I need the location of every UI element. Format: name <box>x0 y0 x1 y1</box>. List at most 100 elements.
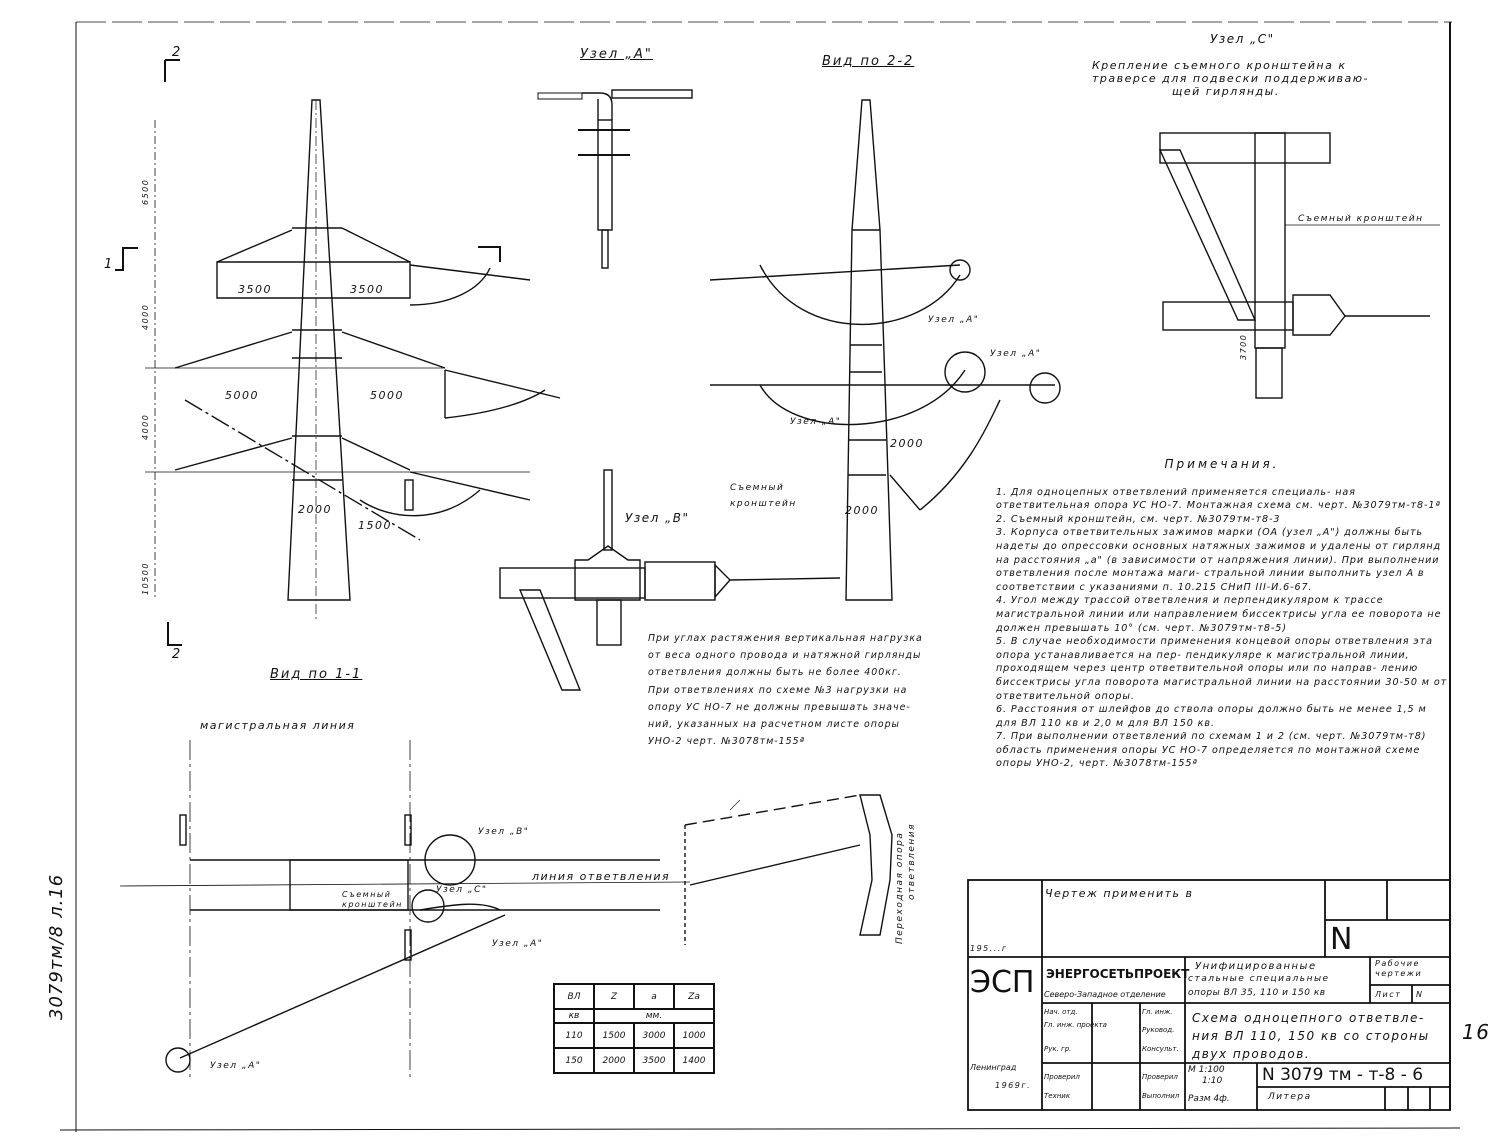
note-item: 6. Расстояния от шлейфов до ствола опоры… <box>996 704 1427 729</box>
removable-bracket-plan-2: кронштейн <box>342 900 403 909</box>
cell: 150 <box>553 1047 595 1074</box>
drawing-title-3: двух проводов. <box>1192 1047 1311 1061</box>
year-blank: 195...г <box>970 944 1008 953</box>
node-c-caption-2: траверсе для подвески поддерживаю- <box>1092 72 1369 85</box>
archive-code: 3079тм/8 л.16 <box>46 873 67 1020</box>
removable-bracket-label: Съемный кронштейн <box>1298 214 1424 224</box>
node-a-ref-3: Узел „А" <box>790 417 842 427</box>
tower-view-2-2 <box>709 99 1061 601</box>
node-c-title: Узел „С" <box>1210 32 1275 46</box>
section-marks <box>115 59 501 646</box>
node-c-drawing <box>1158 132 1440 399</box>
city: Ленинград <box>970 1063 1017 1072</box>
tower-front-view <box>145 99 561 620</box>
sheet-no: N <box>1416 990 1424 999</box>
size: Разм 4ф. <box>1188 1094 1230 1104</box>
load-note-line: ний, указанных на расчетном листе опоры <box>648 719 900 731</box>
note-item: 4. Угол между трассой ответвления и перп… <box>996 595 1442 634</box>
node-b-title: Узел „В" <box>625 511 690 525</box>
scale-1: М 1:100 <box>1188 1065 1225 1075</box>
role2: Проверил <box>1142 1073 1178 1081</box>
drawing-title-1: Схема одноцепного ответвле- <box>1192 1011 1425 1025</box>
dim-5000-right: 5000 <box>370 389 404 402</box>
view-2-2-title: Вид по 2-2 <box>822 54 915 69</box>
node-b-ref: Узел „В" <box>478 827 530 837</box>
th: ВЛ <box>553 983 595 1010</box>
title-block-lines <box>967 879 1451 1111</box>
load-note-line: ответвления должны быть не более 400кг. <box>648 667 902 679</box>
cell: 1500 <box>593 1022 635 1049</box>
dim-5000-left: 5000 <box>225 389 259 402</box>
cell: 1400 <box>673 1047 715 1074</box>
node-c-caption-3: щей гирлянды. <box>1172 85 1280 98</box>
applied-in: Чертеж применить в <box>1045 887 1194 900</box>
node-a-ref-4: Узел „А" <box>492 939 544 949</box>
load-note-line: При углах растяжения вертикальная нагруз… <box>648 633 923 644</box>
note-item: 1. Для одноцепных ответвлений применяетс… <box>996 486 1441 512</box>
cell: 110 <box>553 1022 595 1049</box>
th: Za <box>673 983 715 1010</box>
dept-name: Северо-Западное отделение <box>1044 990 1166 999</box>
drawing-number: N 3079 тм - т-8 - 6 <box>1262 1065 1424 1085</box>
sheet-label: Лист <box>1375 990 1402 999</box>
load-note-line: УНО-2 черт. №3078тм-155ª <box>648 736 805 748</box>
drawing-title-2: ния ВЛ 110, 150 кв со стороны <box>1192 1029 1430 1043</box>
role: Проверил <box>1044 1073 1080 1081</box>
th: a <box>633 983 675 1010</box>
note-item: 7. При выполнении ответвлений по схемам … <box>996 731 1427 770</box>
load-note-line: от веса одного провода и натяжной гирлян… <box>648 650 922 662</box>
section-label-1: 1 <box>104 257 114 272</box>
role: Гл. инж. проекта <box>1044 1021 1107 1029</box>
load-note-line: опору УС НО-7 не должны превышать значе- <box>648 701 911 713</box>
transition-support-drawing <box>684 794 893 945</box>
role2: Руковод. <box>1142 1026 1175 1034</box>
dim-v4000a: 4000 <box>141 303 150 330</box>
dim-1500: 1500 <box>358 519 392 532</box>
margin-sheet-no: 16 <box>1462 1020 1491 1044</box>
removable-bracket-label-2b: кронштейн <box>730 499 797 509</box>
cell: 2000 <box>593 1047 635 1074</box>
note-item: 3. Корпуса ответвительных зажимов марки … <box>996 527 1442 593</box>
scale-2: 1:10 <box>1202 1076 1223 1086</box>
dim-v6500: 6500 <box>141 178 150 205</box>
unit: кв <box>553 1008 595 1024</box>
cell: 3000 <box>633 1022 675 1049</box>
note-item: 5. В случае необходимости применения кон… <box>996 636 1448 702</box>
plan-view-1-1 <box>119 740 691 1080</box>
year: 1969г. <box>995 1081 1032 1090</box>
view-1-1-title: Вид по 1-1 <box>270 667 363 682</box>
notes: Примечания. 1. Для одноцепных ответвлени… <box>996 457 1448 771</box>
note-item: 2. Съемный кронштейн, см. черт. №3079тм-… <box>996 513 1281 525</box>
branch-line-label: линия ответвления <box>532 870 671 883</box>
load-note: При углах растяжения вертикальная нагруз… <box>648 630 978 750</box>
removable-bracket-label-2a: Съемный <box>730 483 785 493</box>
node-a-title: Узел „А" <box>580 47 653 62</box>
role2: Выполнил <box>1142 1092 1180 1100</box>
stage-2: чертежи <box>1375 969 1423 978</box>
role2: Гл. инж. <box>1142 1008 1173 1016</box>
transition-support-label-1: Переходная опора <box>895 831 905 944</box>
dim-2000-side-b: 2000 <box>845 504 879 517</box>
esp-logo: ЭСП <box>970 965 1035 1000</box>
dim-3700: 3700 <box>1239 333 1248 360</box>
main-line-label: магистральная линия <box>200 719 356 732</box>
node-a-ref-2: Узел „А" <box>990 349 1042 359</box>
transition-support-label-2: ответвления <box>907 822 917 900</box>
series-3: опоры ВЛ 35, 110 и 150 кв <box>1188 988 1326 998</box>
dim-v4000b: 4000 <box>141 413 150 440</box>
dim-3500-left: 3500 <box>238 283 272 296</box>
node-a-ref-1: Узел „А" <box>928 315 980 325</box>
role2: Консульт. <box>1142 1045 1179 1053</box>
dim-3500-right: 3500 <box>350 283 384 296</box>
cell: 3500 <box>633 1047 675 1074</box>
role: Рук. гр. <box>1044 1045 1072 1053</box>
node-c-ref: Узел „С" <box>436 885 488 895</box>
role: Техник <box>1044 1092 1071 1100</box>
stage-1: Рабочие <box>1375 959 1420 968</box>
n-mark: N <box>1330 922 1353 957</box>
removable-bracket-plan: Съемный <box>342 890 392 899</box>
litera: Литера <box>1268 1092 1312 1102</box>
section-label-2-top: 2 <box>172 45 182 60</box>
dim-v10500: 10500 <box>141 562 150 595</box>
